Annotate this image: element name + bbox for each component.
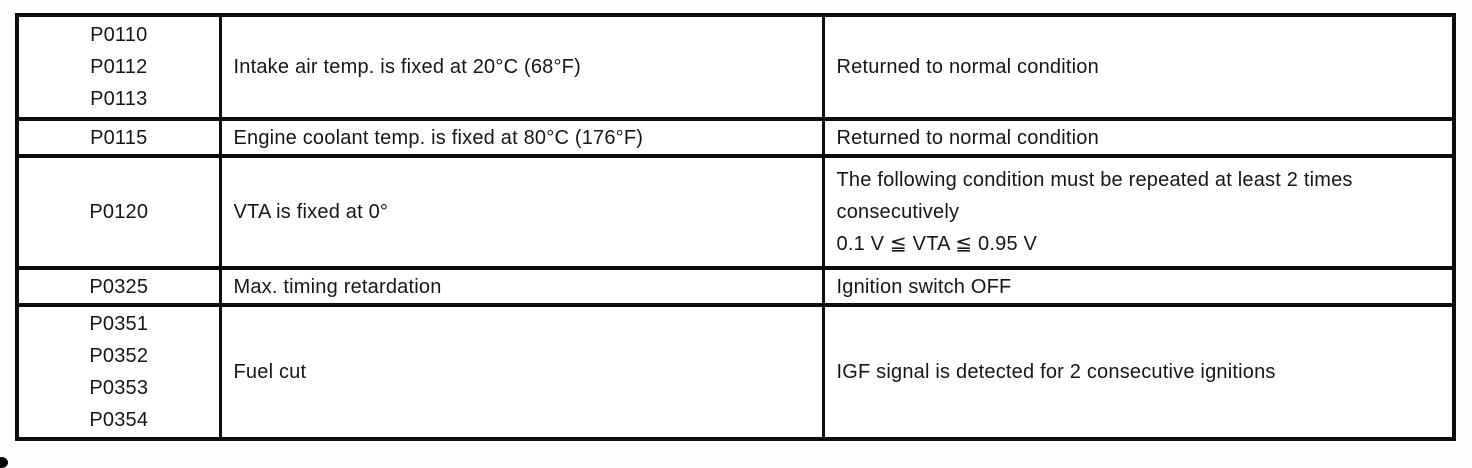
trouble-text: Fuel cut	[233, 361, 307, 383]
trouble-cell: VTA is fixed at 0°	[218, 154, 825, 270]
trouble-cell: Max. timing retardation	[218, 266, 825, 307]
table-row: P0115 Engine coolant temp. is fixed at 80…	[15, 117, 1456, 158]
dtc-code: P0325	[89, 275, 149, 298]
condition-line: consecutively	[836, 201, 960, 223]
table-row: P0325 Max. timing retardation Ignition swi…	[15, 266, 1456, 307]
trouble-text: Engine coolant temp. is fixed at 80°C (1…	[233, 126, 644, 149]
table-row: P0120 VTA is fixed at 0° The following con…	[15, 154, 1456, 270]
trouble-text: VTA is fixed at 0°	[233, 201, 389, 223]
trouble-text: Max. timing retardation	[233, 275, 442, 298]
condition-cell: The following condition must be repeated…	[821, 154, 1456, 270]
dtc-code: P0112	[90, 56, 148, 78]
dtc-code: P0351	[89, 313, 149, 335]
condition-line: 0.1 V ≦ VTA ≦ 0.95 V	[836, 233, 1038, 255]
dtc-code-cell: P0120	[15, 154, 222, 270]
condition-line: Returned to normal condition	[836, 56, 1099, 78]
dtc-code: P0352	[89, 345, 149, 367]
condition-cell: Returned to normal condition	[821, 117, 1456, 158]
condition-line: Returned to normal condition	[836, 126, 1099, 149]
dtc-code: P0113	[90, 88, 148, 110]
trouble-cell: Engine coolant temp. is fixed at 80°C (1…	[218, 117, 825, 158]
trouble-cell: Fuel cut	[218, 303, 825, 441]
dtc-code: P0120	[89, 201, 149, 223]
condition-line: Ignition switch OFF	[836, 275, 1012, 298]
dtc-code: P0354	[89, 409, 149, 431]
dtc-code: P0110	[90, 24, 148, 46]
condition-line: The following condition must be repeated…	[836, 169, 1353, 191]
dtc-code-cell: P0115	[15, 117, 222, 158]
dtc-code: P0353	[89, 377, 149, 399]
condition-cell: Returned to normal condition	[821, 13, 1456, 121]
dtc-code: P0115	[90, 126, 148, 149]
condition-cell: Ignition switch OFF	[821, 266, 1456, 307]
condition-line: IGF signal is detected for 2 consecutive…	[836, 361, 1276, 383]
scan-artifact-dot	[0, 457, 8, 468]
dtc-code-cell: P0325	[15, 266, 222, 307]
trouble-text: Intake air temp. is fixed at 20°C (68°F)	[233, 56, 581, 78]
condition-cell: IGF signal is detected for 2 consecutive…	[821, 303, 1456, 441]
trouble-cell: Intake air temp. is fixed at 20°C (68°F)	[218, 13, 825, 121]
